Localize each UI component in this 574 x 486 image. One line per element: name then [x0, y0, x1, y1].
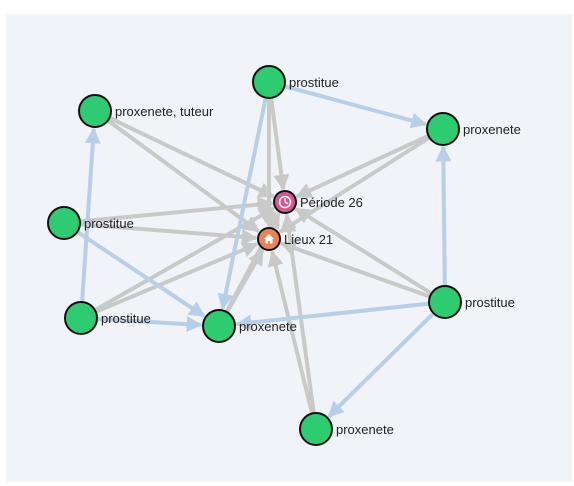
- relation-gray-edge: [80, 196, 274, 224]
- graph-node-prostitue-top[interactable]: prostitue: [252, 65, 339, 99]
- node-label: proxenete, tuteur: [115, 104, 214, 119]
- node-circle[interactable]: [299, 412, 333, 446]
- relation-gray-edge: [278, 136, 430, 234]
- node-label: Lieux 21: [284, 232, 333, 247]
- node-circle[interactable]: [78, 94, 112, 128]
- relation-blue-edge: [435, 145, 452, 286]
- relation-gray-edge: [295, 134, 429, 199]
- node-label: proxenete: [336, 422, 394, 437]
- graph-node-lieux[interactable]: Lieux 21: [257, 227, 333, 251]
- relation-gray-edge: [279, 240, 430, 299]
- relation-blue-edge: [80, 127, 101, 302]
- node-label: prostitue: [84, 216, 134, 231]
- home-icon: [264, 234, 274, 244]
- node-circle[interactable]: [202, 309, 236, 343]
- edges-layer: [77, 84, 452, 418]
- node-label: prostitue: [101, 311, 151, 326]
- node-circle[interactable]: [64, 301, 98, 335]
- relation-blue-edge: [77, 230, 206, 318]
- node-circle[interactable]: [47, 206, 81, 240]
- nodes-layer: prostitue proxenete, tuteur proxenete prost…: [47, 65, 521, 446]
- graph-node-proxenete-right[interactable]: proxenete: [426, 112, 521, 146]
- relation-gray-edge: [269, 98, 290, 191]
- node-label: prostitue: [465, 295, 515, 310]
- clock-icon: [278, 195, 292, 209]
- graph-node-prostitue-left[interactable]: prostitue: [47, 206, 134, 240]
- relation-gray-edge: [107, 119, 260, 233]
- relation-gray-edge: [280, 213, 316, 413]
- graph-canvas[interactable]: prostitue proxenete, tuteur proxenete prost…: [6, 14, 572, 482]
- node-circle[interactable]: [428, 285, 462, 319]
- graph-node-proxenete-bottom[interactable]: proxenete: [299, 412, 394, 446]
- relation-blue-edge: [217, 98, 268, 310]
- relation-blue-edge: [327, 312, 435, 418]
- relation-blue-edge: [235, 301, 429, 331]
- relation-blue-edge: [97, 316, 203, 333]
- network-graph[interactable]: prostitue proxenete, tuteur proxenete prost…: [6, 14, 572, 482]
- node-label: proxenete: [463, 122, 521, 137]
- relation-gray-edge: [94, 206, 276, 312]
- graph-node-proxenete-tuteur[interactable]: proxenete, tuteur: [78, 94, 214, 128]
- node-label: prostitue: [289, 75, 339, 90]
- relation-gray-edge: [109, 116, 275, 199]
- graph-node-proxenete-center[interactable]: proxenete: [202, 309, 297, 343]
- node-label: Période 26: [300, 195, 363, 210]
- relation-gray-edge: [267, 250, 314, 413]
- graph-node-prostitue-right[interactable]: prostitue: [428, 285, 515, 319]
- graph-node-periode[interactable]: Période 26: [273, 190, 363, 214]
- node-label: proxenete: [239, 319, 297, 334]
- relation-blue-edge: [284, 84, 428, 129]
- node-circle[interactable]: [252, 65, 286, 99]
- graph-node-prostitue-bottomleft[interactable]: prostitue: [64, 301, 151, 335]
- relation-gray-edge: [95, 242, 259, 314]
- relation-gray-edge: [294, 207, 432, 295]
- node-circle[interactable]: [426, 112, 460, 146]
